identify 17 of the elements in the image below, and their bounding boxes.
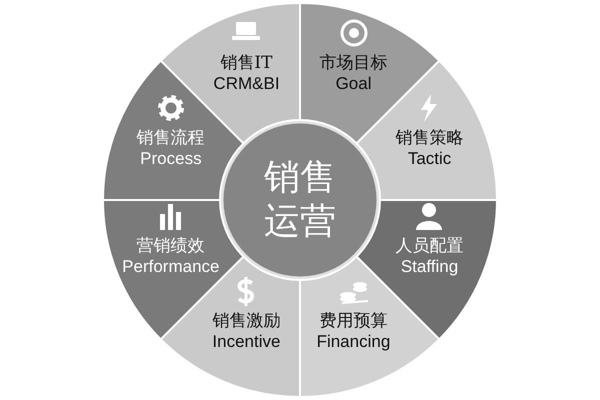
segment-subtitle: Process	[140, 149, 202, 170]
centre-title: 销售运营	[263, 156, 337, 244]
segment-title: 营销绩效	[136, 236, 205, 256]
segment-subtitle: Tactic	[408, 149, 452, 170]
segment-title: 销售流程	[136, 128, 205, 148]
segment-subtitle: Goal	[336, 74, 372, 94]
segment-subtitle: Incentive	[212, 332, 280, 352]
segment-title: 销售策略	[395, 128, 464, 148]
segment-title: 销售激励	[212, 311, 280, 332]
segment-title: 市场目标	[320, 52, 388, 73]
segment-title: 人员配置	[395, 236, 464, 256]
segment-title: 销售IT	[220, 52, 272, 73]
segment-subtitle: Staffing	[400, 256, 458, 277]
segment-subtitle: CRM&BI	[213, 74, 280, 94]
segment-title: 费用预算	[320, 311, 388, 332]
segment-subtitle: Financing	[316, 332, 390, 352]
segment-subtitle: Performance	[122, 256, 220, 277]
